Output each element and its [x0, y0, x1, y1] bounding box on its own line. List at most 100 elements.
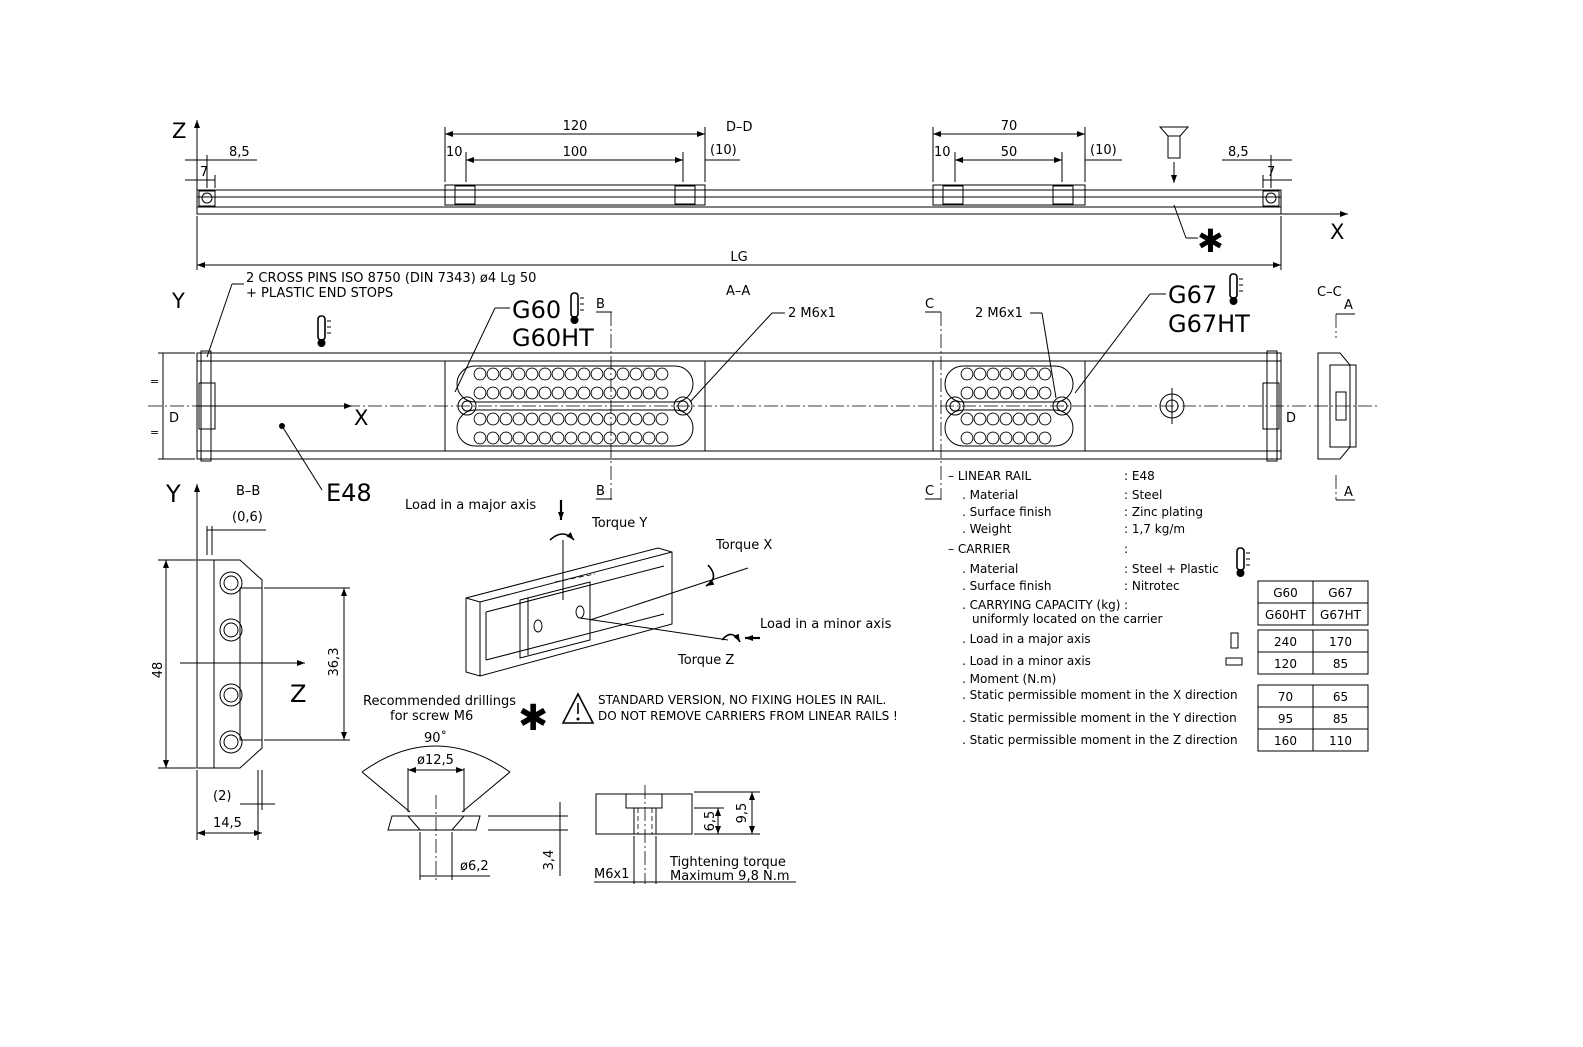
- dim-120: 120: [563, 119, 588, 134]
- dim-10-paren-b: (10): [1090, 143, 1117, 158]
- capacity-cell: 170: [1329, 635, 1352, 649]
- plan-axis-x: X: [354, 406, 368, 430]
- capacity-cell: 65: [1333, 690, 1348, 704]
- drilling-asterisk-top: ✱: [1197, 222, 1224, 260]
- label-load-minor: Load in a minor axis: [760, 617, 892, 632]
- dim-90-deg: 90˚: [424, 730, 447, 746]
- label-g67: G67: [1168, 281, 1217, 309]
- warning-line1: STANDARD VERSION, NO FIXING HOLES IN RAI…: [598, 693, 886, 707]
- thermometer-icon: [1236, 547, 1250, 577]
- thermometer-icon: [317, 315, 331, 347]
- section-label-cc: C–C: [1317, 285, 1342, 300]
- top-view: Z X D–D 120 100 10 (10): [172, 119, 1348, 270]
- dim-3-4: 3,4: [542, 850, 557, 871]
- spec-value: : Nitrotec: [1124, 579, 1180, 593]
- spec-value: : Zinc plating: [1124, 505, 1203, 519]
- dim-0-6: (0,6): [232, 510, 263, 525]
- carrier-g67: [932, 360, 1086, 452]
- dim-dia-12-5: ø12,5: [417, 753, 454, 768]
- carrier-g60: [444, 360, 1052, 452]
- capacity-cell: G60HT: [1265, 608, 1307, 622]
- dim-8-5-left: 8,5: [229, 145, 250, 160]
- minor-axis-icon: [1225, 657, 1243, 666]
- dim-36-3: 36,3: [327, 648, 342, 677]
- section-bb: Y B–B (0,6) Z 48 36,3 (2: [151, 480, 350, 840]
- dim-7-left: 7: [200, 165, 208, 180]
- spec-value: : Steel: [1124, 488, 1162, 502]
- label-e48: E48: [326, 479, 372, 507]
- warning-icon: [561, 692, 595, 724]
- specifications-list: – LINEAR RAIL : E48 . Material : Steel . Sur…: [948, 469, 1238, 747]
- spec-label: . Surface finish: [962, 579, 1052, 593]
- plan-axis-y: Y: [171, 289, 185, 313]
- tightening-torque-line2: Maximum 9,8 N.m: [670, 869, 790, 884]
- spec-label: . CARRYING CAPACITY (kg): [962, 598, 1120, 612]
- capacity-cell: G67HT: [1320, 608, 1362, 622]
- spec-label: – CARRIER: [948, 542, 1011, 556]
- spec-label: . Surface finish: [962, 505, 1052, 519]
- equal-mark: =: [150, 426, 159, 439]
- cross-pins-note-line1: 2 CROSS PINS ISO 8750 (DIN 7343) ø4 Lg 5…: [246, 271, 536, 286]
- dim-2-paren: (2): [213, 789, 231, 804]
- capacity-cell: 120: [1274, 657, 1297, 671]
- thermometer-icon: [1229, 273, 1243, 305]
- drilling-asterisk: ✱: [518, 698, 548, 739]
- recommended-drillings-line2: for screw M6: [390, 709, 473, 724]
- section-mark-c-top: C: [925, 297, 934, 312]
- bb-axis-z: Z: [290, 680, 306, 708]
- label-g67ht: G67HT: [1168, 310, 1250, 338]
- capacity-cell: G67: [1328, 586, 1353, 600]
- label-torque-x: Torque X: [715, 538, 772, 553]
- spec-label: – LINEAR RAIL: [948, 469, 1032, 483]
- recommended-drillings-line1: Recommended drillings: [363, 694, 516, 709]
- dim-100: 100: [563, 145, 588, 160]
- cross-pins-note-line2: + PLASTIC END STOPS: [246, 286, 393, 301]
- dim-7-right: 7: [1267, 165, 1275, 180]
- label-2-m6x1-left: 2 M6x1: [788, 306, 836, 321]
- plan-view: Y X A–A 2 CROSS PINS ISO 8750 (DIN 7343)…: [148, 271, 1378, 507]
- dim-50: 50: [1001, 145, 1018, 160]
- drilling-notes: Recommended drillings for screw M6 ✱ STA…: [361, 692, 898, 884]
- spec-label: . Static permissible moment in the Z dir…: [962, 733, 1238, 747]
- spec-label: . Moment (N.m): [962, 672, 1056, 686]
- major-axis-icon: [1230, 632, 1239, 649]
- spec-label: . Weight: [962, 522, 1012, 536]
- section-mark-b-top: B: [596, 297, 605, 312]
- label-g60: G60: [512, 296, 561, 324]
- dim-8-5-right: 8,5: [1228, 145, 1249, 160]
- dim-m6x1: M6x1: [594, 867, 629, 882]
- section-mark-a-top: A: [1344, 298, 1353, 313]
- dim-48: 48: [151, 662, 166, 679]
- equal-mark: =: [150, 375, 159, 388]
- section-label-aa: A–A: [726, 284, 750, 299]
- capacity-cell: 85: [1333, 712, 1348, 726]
- section-mark-a-bottom: A: [1344, 485, 1353, 500]
- section-mark-c-bottom: C: [925, 484, 934, 499]
- capacity-cell: 240: [1274, 635, 1297, 649]
- spec-label: . Static permissible moment in the Y dir…: [962, 711, 1237, 725]
- dim-10-a: 10: [446, 145, 463, 160]
- label-load-major: Load in a major axis: [405, 498, 536, 513]
- spec-label: . Static permissible moment in the X dir…: [962, 688, 1238, 702]
- bb-axis-y: Y: [165, 480, 181, 508]
- capacity-cell: G60: [1273, 586, 1298, 600]
- top-axis-z: Z: [172, 119, 186, 143]
- spec-value: : E48: [1124, 469, 1155, 483]
- section-label-dd: D–D: [726, 120, 753, 135]
- spec-label: . Material: [962, 488, 1018, 502]
- capacity-cell: 110: [1329, 734, 1352, 748]
- label-2-m6x1-right: 2 M6x1: [975, 306, 1023, 321]
- dim-70: 70: [1001, 119, 1018, 134]
- spec-value: :: [1124, 542, 1128, 556]
- capacity-cell: 160: [1274, 734, 1297, 748]
- warning-line2: DO NOT REMOVE CARRIERS FROM LINEAR RAILS…: [598, 709, 898, 723]
- dim-lg: LG: [730, 250, 747, 265]
- capacity-cell: 85: [1333, 657, 1348, 671]
- thermometer-icon: [570, 292, 584, 324]
- dim-10-b: 10: [934, 145, 951, 160]
- dim-14-5: 14,5: [213, 816, 242, 831]
- spec-label: . Material: [962, 562, 1018, 576]
- section-mark-b-bottom: B: [596, 484, 605, 499]
